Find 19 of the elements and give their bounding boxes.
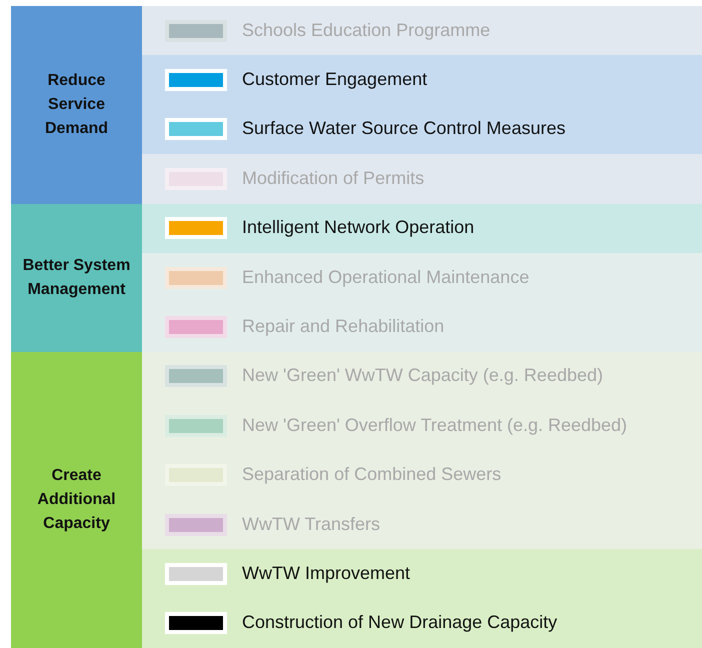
legend-label: Intelligent Network Operation bbox=[242, 217, 474, 238]
legend-label: Modification of Permits bbox=[242, 168, 424, 189]
legend-label: Construction of New Drainage Capacity bbox=[242, 612, 558, 634]
category-label: Reduce Service Demand bbox=[44, 70, 110, 139]
legend-label: Separation of Combined Sewers bbox=[242, 464, 502, 486]
legend-label: Customer Engagement bbox=[242, 69, 428, 90]
category-label: Better System Management bbox=[22, 256, 132, 300]
legend-label: Surface Water Source Control Measures bbox=[242, 118, 566, 140]
legend-label: New 'Green' WwTW Capacity (e.g. Reedbed) bbox=[242, 365, 603, 386]
category-band bbox=[11, 204, 142, 352]
legend-label: Schools Education Programme bbox=[242, 20, 490, 41]
legend-label: WwTW Improvement bbox=[242, 563, 410, 584]
category-label: Create Additional Capacity bbox=[36, 466, 117, 534]
legend-label: WwTW Transfers bbox=[242, 514, 380, 535]
legend-label: Repair and Rehabilitation bbox=[242, 316, 444, 338]
legend-label: Enhanced Operational Maintenance bbox=[242, 266, 530, 288]
category-band bbox=[11, 6, 142, 204]
legend-label: New 'Green' Overflow Treatment (e.g. Reedbed) bbox=[242, 414, 628, 436]
category-band bbox=[11, 352, 142, 648]
